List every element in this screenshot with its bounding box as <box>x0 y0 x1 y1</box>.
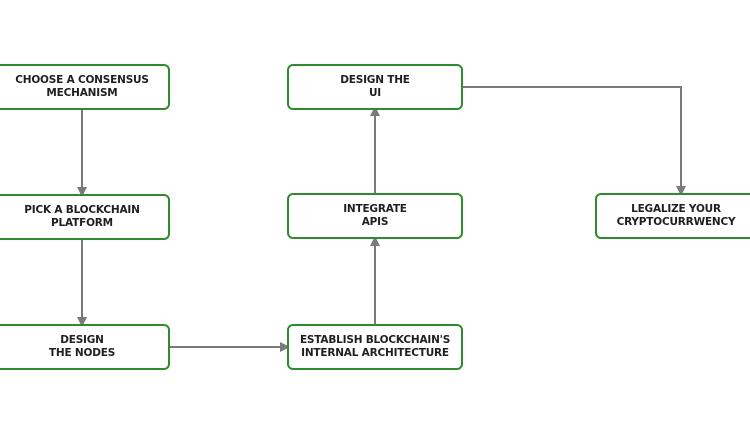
node-integrate-apis: INTEGRATE APIS <box>287 193 463 239</box>
node-integrate-apis-line2: APIS <box>361 216 389 228</box>
node-choose-consensus: CHOOSE A CONSENSUS MECHANISM <box>0 64 170 110</box>
node-legalize: LEGALIZE YOUR CRYPTOCURRWENCY <box>595 193 750 239</box>
node-legalize-line2: CRYPTOCURRWENCY <box>616 216 736 228</box>
node-establish-architecture-line1: ESTABLISH BLOCKCHAIN'S <box>299 334 451 346</box>
node-design-nodes: DESIGN THE NODES <box>0 324 170 370</box>
node-pick-platform-line2: PLATFORM <box>51 217 113 229</box>
node-integrate-apis-line1: INTEGRATE <box>343 203 407 215</box>
node-pick-platform: PICK A BLOCKCHAIN PLATFORM <box>0 194 170 240</box>
node-design-ui: DESIGN THE UI <box>287 64 463 110</box>
node-design-ui-line1: DESIGN THE <box>340 74 410 86</box>
arrow-ui-to-legalize <box>463 86 686 196</box>
node-establish-architecture: ESTABLISH BLOCKCHAIN'S INTERNAL ARCHITEC… <box>287 324 463 370</box>
node-choose-consensus-line2: MECHANISM <box>46 87 118 99</box>
node-design-nodes-line1: DESIGN <box>60 334 104 346</box>
node-design-ui-line2: UI <box>368 87 382 99</box>
node-pick-platform-line1: PICK A BLOCKCHAIN <box>24 204 140 216</box>
node-establish-architecture-line2: INTERNAL ARCHITECTURE <box>301 347 449 359</box>
node-choose-consensus-line1: CHOOSE A CONSENSUS <box>15 74 149 86</box>
node-legalize-line1: LEGALIZE YOUR <box>631 203 721 215</box>
node-design-nodes-line2: THE NODES <box>48 347 116 359</box>
